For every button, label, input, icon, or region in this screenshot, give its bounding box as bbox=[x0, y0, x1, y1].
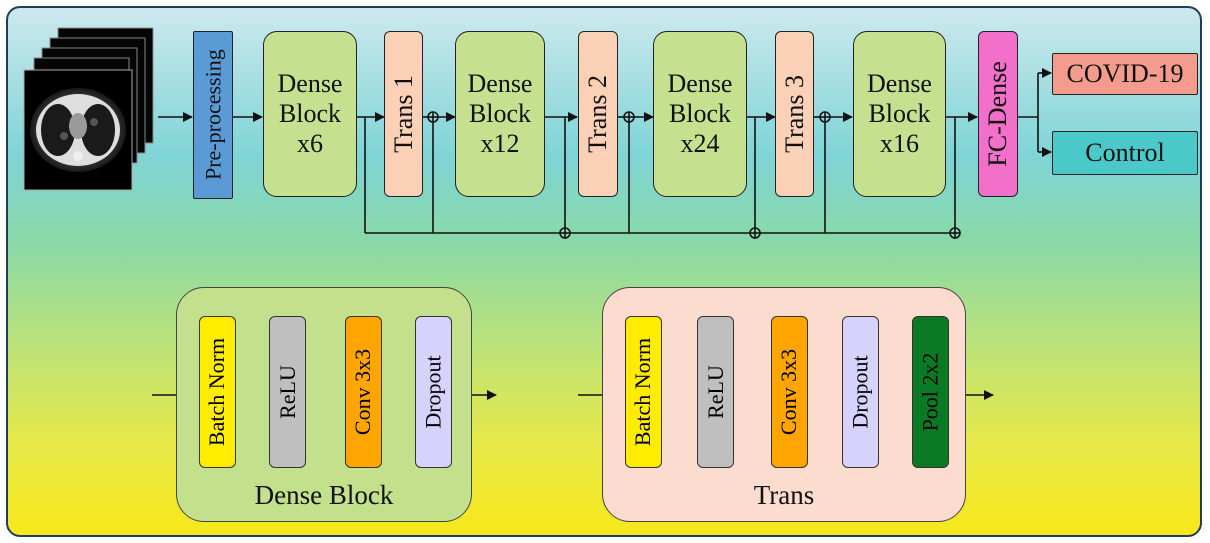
dense-block-2-line1: Dense bbox=[467, 69, 533, 99]
trans-detail-pool-label: Pool 2x2 bbox=[917, 352, 943, 432]
dense-detail-relu: ReLU bbox=[269, 316, 306, 468]
dense-detail-dropout: Dropout bbox=[415, 316, 452, 468]
dense-detail-batch-norm: Batch Norm bbox=[199, 316, 236, 468]
trans-detail-conv-label: Conv 3x3 bbox=[776, 348, 802, 436]
fc-dense-block: FC-Dense bbox=[978, 31, 1018, 197]
fc-dense-label: FC-Dense bbox=[983, 61, 1013, 167]
trans-detail-pool: Pool 2x2 bbox=[912, 316, 949, 468]
output-covid-label: COVID-19 bbox=[1066, 59, 1184, 89]
dense-block-4-line1: Dense bbox=[867, 69, 932, 99]
trans-detail-batch-norm: Batch Norm bbox=[625, 316, 662, 468]
dense-block-1-line3: x6 bbox=[297, 128, 323, 158]
trans-detail-dropout-label: Dropout bbox=[847, 355, 873, 429]
ct-scan-stack bbox=[18, 26, 158, 196]
dense-block-3: Dense Block x24 bbox=[653, 31, 747, 197]
dense-block-2: Dense Block x12 bbox=[455, 31, 545, 197]
dense-block-3-line2: Block bbox=[668, 99, 732, 129]
output-covid: COVID-19 bbox=[1052, 53, 1198, 95]
dense-detail-title: Dense Block bbox=[254, 480, 394, 510]
output-control: Control bbox=[1052, 131, 1198, 175]
dense-detail-conv-label: Conv 3x3 bbox=[350, 348, 376, 436]
preprocessing-block: Pre-processing bbox=[193, 31, 233, 199]
trans-block-1-label: Trans 1 bbox=[388, 75, 418, 153]
trans-detail-conv: Conv 3x3 bbox=[771, 316, 808, 468]
trans-block-3: Trans 3 bbox=[775, 31, 814, 197]
trans-detail-dropout: Dropout bbox=[842, 316, 879, 468]
dense-block-3-line3: x24 bbox=[680, 128, 720, 158]
dense-detail-batch-norm-label: Batch Norm bbox=[204, 337, 230, 447]
dense-block-1-line1: Dense bbox=[277, 69, 343, 99]
dense-block-2-line3: x12 bbox=[480, 128, 520, 158]
dense-detail-conv: Conv 3x3 bbox=[345, 316, 382, 468]
trans-detail-batch-norm-label: Batch Norm bbox=[630, 337, 656, 447]
dense-block-4-line3: x16 bbox=[880, 128, 919, 158]
trans-block-3-label: Trans 3 bbox=[779, 75, 809, 153]
output-control-label: Control bbox=[1085, 138, 1165, 168]
dense-block-4: Dense Block x16 bbox=[853, 31, 946, 197]
dense-block-3-line1: Dense bbox=[667, 69, 733, 99]
trans-detail-relu-label: ReLU bbox=[702, 365, 728, 419]
dense-block-1-line2: Block bbox=[278, 99, 342, 129]
dense-block-4-line2: Block bbox=[868, 99, 931, 129]
trans-detail-title: Trans bbox=[753, 480, 815, 510]
dense-detail-relu-label: ReLU bbox=[274, 365, 300, 419]
trans-detail-relu: ReLU bbox=[697, 316, 734, 468]
dense-block-1: Dense Block x6 bbox=[263, 31, 357, 197]
trans-block-1: Trans 1 bbox=[384, 31, 423, 197]
dense-detail-dropout-label: Dropout bbox=[420, 355, 446, 429]
trans-block-2: Trans 2 bbox=[578, 31, 618, 197]
dense-block-2-line2: Block bbox=[468, 99, 532, 129]
trans-block-2-label: Trans 2 bbox=[583, 75, 613, 153]
preprocessing-label: Pre-processing bbox=[200, 49, 226, 181]
